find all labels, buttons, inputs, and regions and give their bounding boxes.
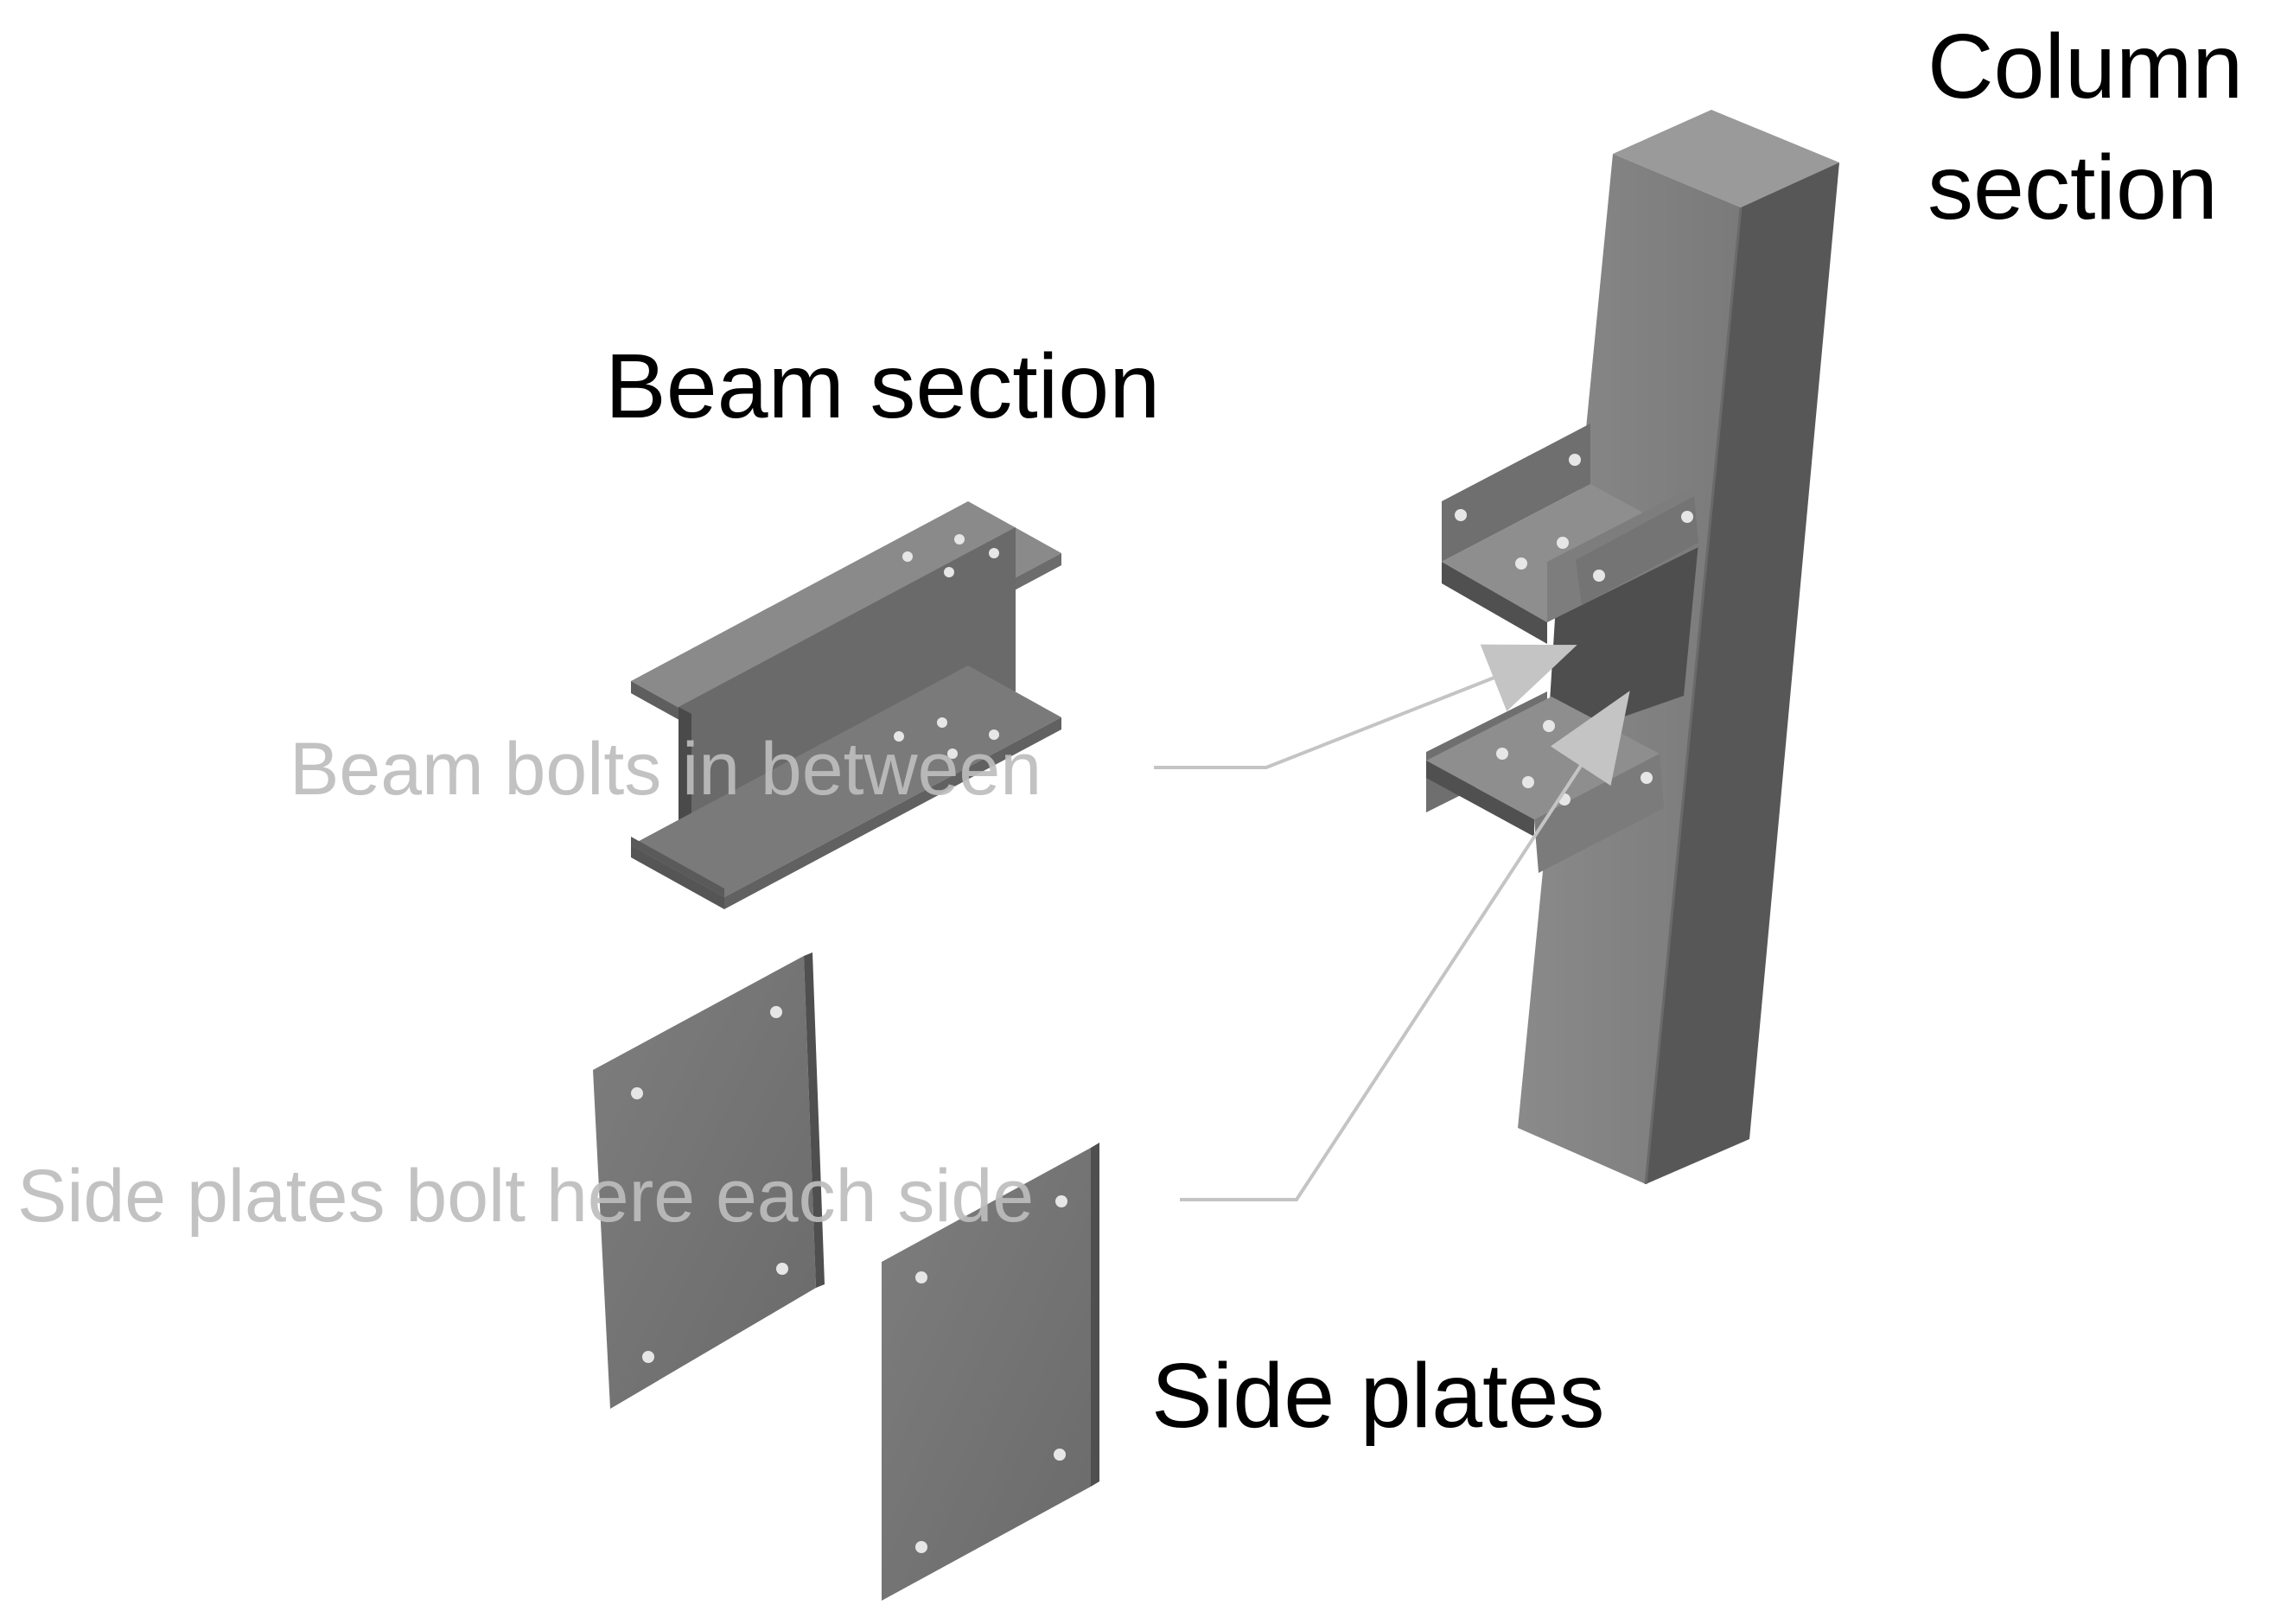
side-plate-right (882, 1143, 1099, 1601)
side-plates-label: Side plates (1151, 1345, 1604, 1447)
column-section-label-line1: Column (1927, 16, 2243, 118)
column-section-label-line2: section (1927, 137, 2218, 239)
beam-bolts-leader (1154, 644, 1577, 769)
side-plate-left (593, 952, 825, 1409)
side-plates-bolt-label: Side plates bolt here each side (17, 1155, 1034, 1238)
column-top-face (1613, 110, 1839, 207)
beam-bolts-label: Beam bolts in between (290, 728, 1042, 811)
beam-bottom-flange (631, 666, 1061, 897)
upper-bracket (1442, 424, 1707, 644)
column-section (1426, 110, 1839, 1185)
column-right-face (1646, 162, 1839, 1184)
side-plates-leader (1180, 691, 1630, 1201)
lower-bracket (1426, 691, 1664, 873)
beam-section (631, 501, 1061, 909)
beam-section-label: Beam section (605, 335, 1160, 437)
